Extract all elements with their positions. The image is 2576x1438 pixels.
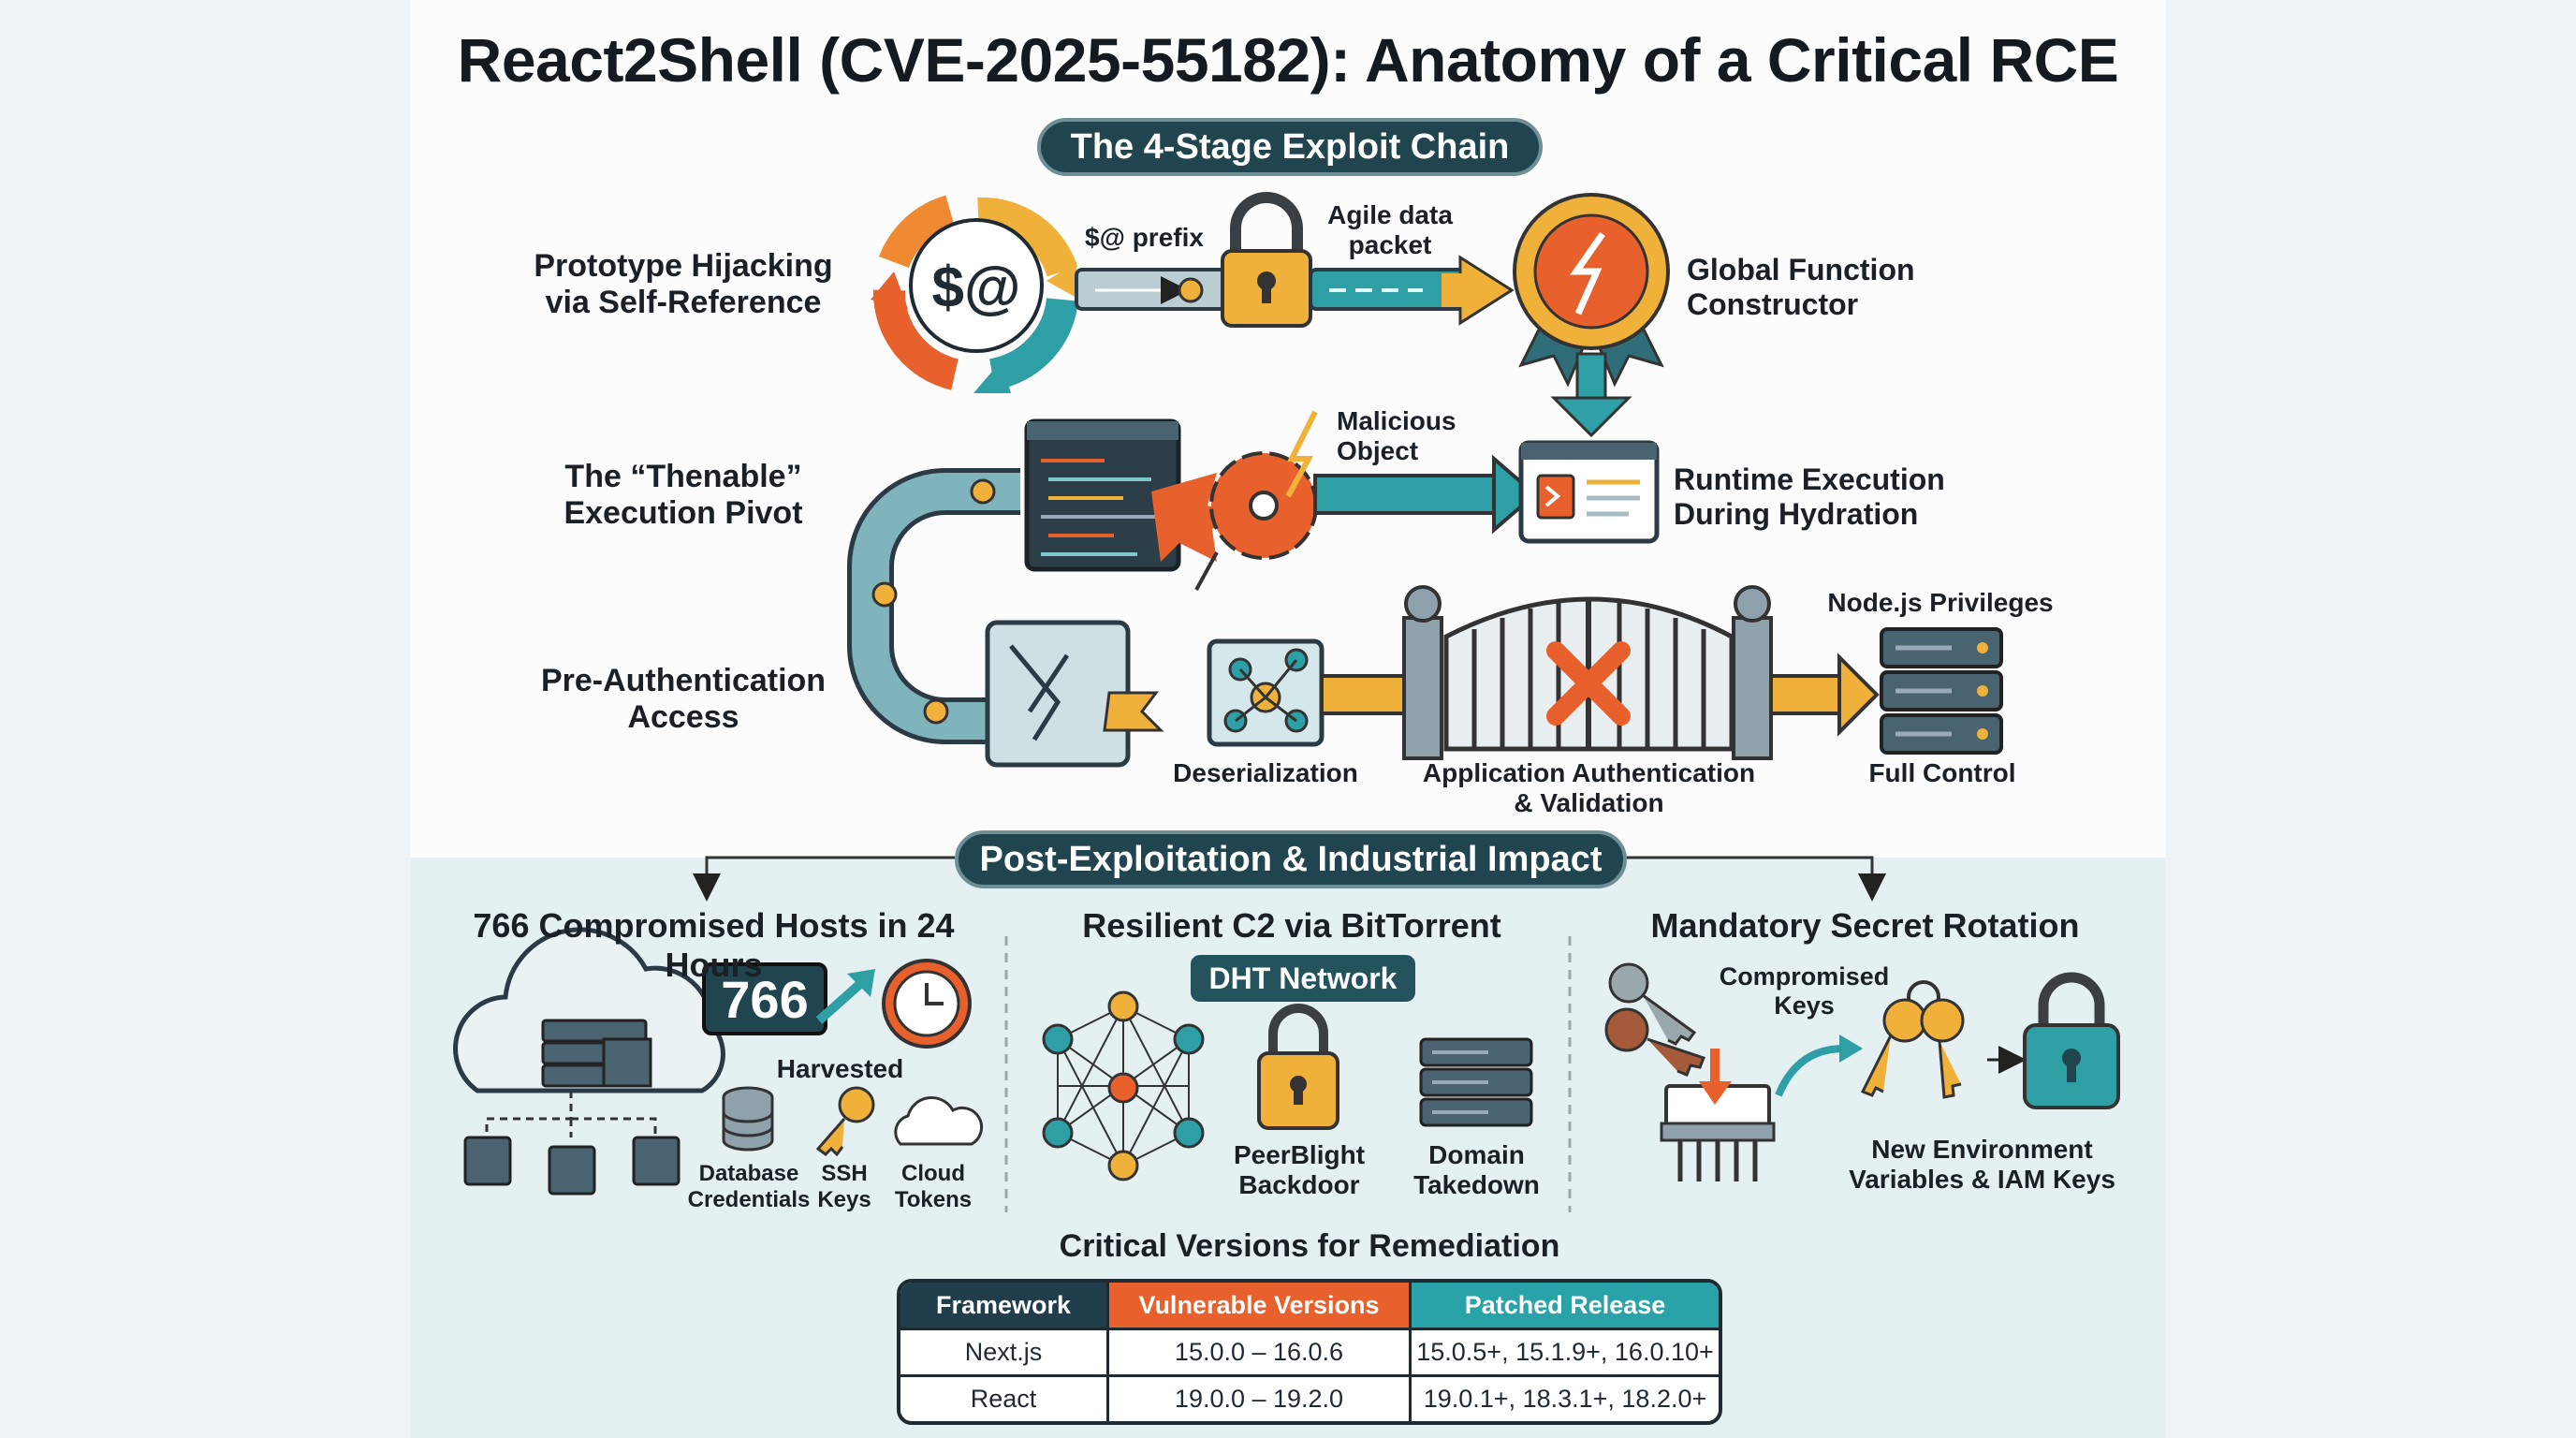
gold-pipe xyxy=(1320,674,1408,715)
cycle-icon: $@ xyxy=(871,195,1078,393)
gate-icon xyxy=(1402,585,1773,760)
deserialization-icon xyxy=(1207,638,1325,747)
down-arrow xyxy=(1550,352,1632,438)
compromised-keys-label: Compromised Keys xyxy=(1719,962,1890,1020)
table-row: React 19.0.0 – 19.2.0 19.0.1+, 18.3.1+, … xyxy=(900,1374,1719,1421)
secrets-title: Mandatory Secret Rotation xyxy=(1650,906,2080,945)
takedown-server-icon xyxy=(1419,1037,1533,1127)
backdoor-lock-icon xyxy=(1257,1004,1339,1130)
stage-header-pill: The 4-Stage Exploit Chain xyxy=(1037,118,1543,176)
svg-text:$@: $@ xyxy=(932,256,1021,320)
lock-icon xyxy=(1221,192,1312,328)
uturn-pipe xyxy=(847,468,1020,744)
framework-cell: React xyxy=(900,1374,1106,1421)
gold-arrow xyxy=(1769,653,1880,737)
domain-takedown-label: Domain Takedown xyxy=(1413,1140,1540,1200)
key-icon xyxy=(815,1086,875,1157)
patched-cell: 19.0.1+, 18.3.1+, 18.2.0+ xyxy=(1409,1374,1719,1421)
code-window-icon xyxy=(1024,418,1181,572)
stage-prototype-label: Prototype Hijacking via Self-Reference xyxy=(534,248,833,321)
cloud-icon xyxy=(453,927,725,1196)
table-header-row: Framework Vulnerable Versions Patched Re… xyxy=(900,1283,1719,1328)
col-vulnerable: Vulnerable Versions xyxy=(1106,1283,1409,1328)
deserialization-label: Deserialization xyxy=(1173,758,1358,787)
patched-cell: 15.0.5+, 15.1.9+, 16.0.10+ xyxy=(1409,1328,1719,1374)
harvested-label: Harvested xyxy=(776,1054,904,1083)
impact-header-pill: Post-Exploitation & Industrial Impact xyxy=(955,830,1627,888)
remediation-table: Framework Vulnerable Versions Patched Re… xyxy=(897,1279,1722,1425)
backdoor-label: PeerBlight Backdoor xyxy=(1233,1140,1366,1200)
framework-cell: Next.js xyxy=(900,1328,1106,1374)
col-patched: Patched Release xyxy=(1409,1283,1719,1328)
host-count: 766 xyxy=(721,970,808,1029)
connector-right xyxy=(1619,856,1886,902)
new-env-label: New Environment Variables & IAM Keys xyxy=(1849,1135,2115,1195)
page-title: React2Shell (CVE-2025-55182): Anatomy of… xyxy=(457,25,2119,95)
col-framework: Framework xyxy=(900,1283,1106,1328)
dht-network-badge: DHT Network xyxy=(1191,955,1415,1002)
vulnerable-cell: 15.0.0 – 16.0.6 xyxy=(1106,1328,1409,1374)
packet-label: Agile data packet xyxy=(1327,200,1453,260)
vulnerable-cell: 19.0.0 – 19.2.0 xyxy=(1106,1374,1409,1421)
db-credentials-label: Database Credentials xyxy=(687,1161,811,1212)
new-lock-icon xyxy=(2023,972,2120,1109)
right-arrow xyxy=(1313,454,1539,535)
clock-icon xyxy=(882,959,972,1049)
prefix-label: $@ prefix xyxy=(1085,223,1204,252)
stage-preauth-label: Pre-Authentication Access xyxy=(540,663,827,736)
stage1-pipe xyxy=(1075,255,1515,326)
access-box-icon xyxy=(985,620,1164,768)
remediation-title: Critical Versions for Remediation xyxy=(1059,1228,1560,1264)
rotation-arrow xyxy=(1775,1045,1845,1097)
global-function-badge-icon xyxy=(1513,193,1670,388)
malicious-object-label: Malicious Object xyxy=(1337,406,1456,466)
shredder-icon xyxy=(1660,1049,1776,1181)
global-function-label: Global Function Constructor xyxy=(1687,253,1915,321)
hosts-title: 766 Compromised Hosts in 24 Hours xyxy=(473,906,955,984)
rotation-arrowhead xyxy=(1839,1034,1863,1063)
connector-left xyxy=(693,856,955,902)
app-auth-label: Application Authentication & Validation xyxy=(1422,758,1756,818)
table-row: Next.js 15.0.0 – 16.0.6 15.0.5+, 15.1.9+… xyxy=(900,1328,1719,1374)
compromised-keys-icon xyxy=(1604,962,1705,1077)
database-icon xyxy=(722,1086,774,1152)
new-keys-icon xyxy=(1860,980,1965,1099)
runtime-window-icon xyxy=(1518,440,1660,544)
runtime-label: Runtime Execution During Hydration xyxy=(1674,462,1945,531)
server-icon xyxy=(1880,627,2003,755)
c2-title: Resilient C2 via BitTorrent xyxy=(1082,906,1501,945)
cloud-token-icon xyxy=(894,1095,984,1146)
network-icon xyxy=(1042,990,1205,1181)
cloud-tokens-label: Cloud Tokens xyxy=(894,1161,973,1212)
stage-thenable-label: The “Thenable” Execution Pivot xyxy=(564,459,803,532)
full-control-label: Full Control xyxy=(1868,758,2016,787)
node-privileges-label: Node.js Privileges xyxy=(1827,588,2054,617)
counter-icon xyxy=(702,962,875,1035)
ssh-keys-label: SSH Keys xyxy=(817,1161,871,1212)
